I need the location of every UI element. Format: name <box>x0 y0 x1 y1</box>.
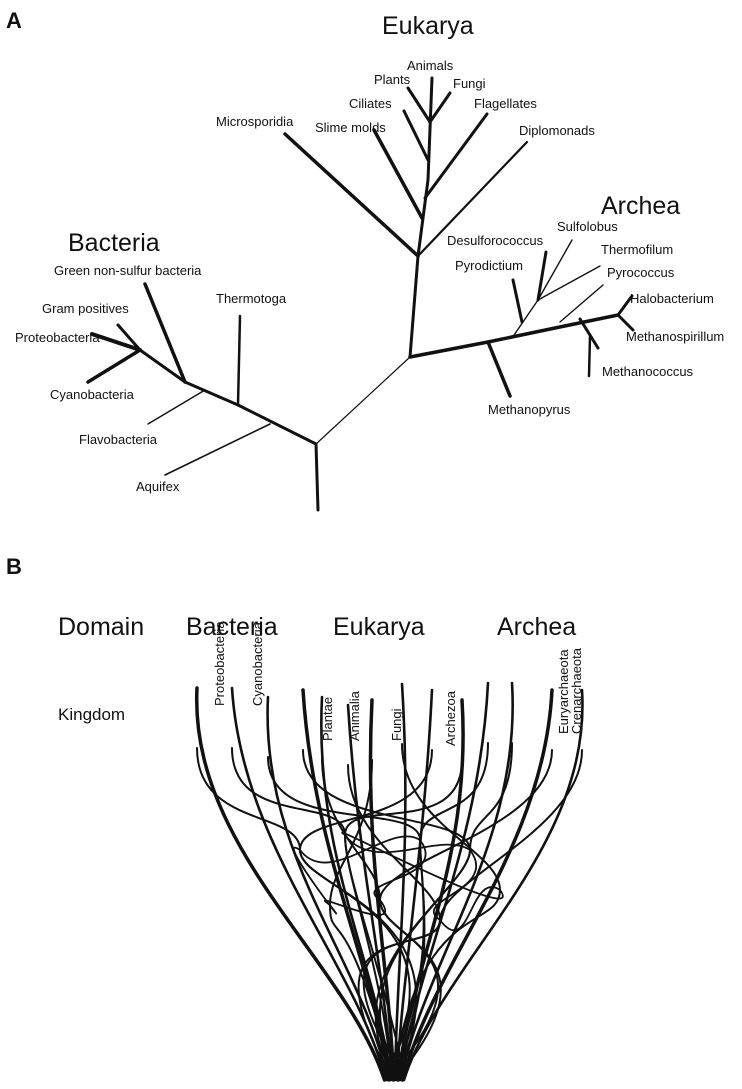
leaf-diplomonads: Diplomonads <box>519 123 595 138</box>
domain-heading-archea: Archea <box>497 613 576 641</box>
kingdom-fungi: Fungi <box>389 708 404 741</box>
leaf-methanopyrus: Methanopyrus <box>488 402 571 417</box>
domain-label-eukarya: Eukarya <box>382 12 474 40</box>
branch-root-bacteria <box>238 405 316 444</box>
branch-pyrococcus <box>560 285 603 322</box>
branch-flagellates <box>425 114 487 198</box>
leaf-pyrodictium: Pyrodictium <box>455 258 523 273</box>
leaf-thermotoga: Thermotoga <box>216 291 287 306</box>
leaf-gram-positives: Gram positives <box>42 301 129 316</box>
leaf-methanococcus: Methanococcus <box>602 364 694 379</box>
leaf-thermofilum: Thermofilum <box>601 242 673 257</box>
leaf-animals: Animals <box>407 58 454 73</box>
leaf-pyrococcus: Pyrococcus <box>607 265 675 280</box>
branch-microsporidia <box>285 134 418 256</box>
domain-label-archea: Archea <box>601 192 680 220</box>
panel-label-b: B <box>6 554 22 579</box>
unrooted-tree <box>88 78 633 510</box>
leaf-methanospirillum: Methanospirillum <box>626 329 724 344</box>
leaf-microsporidia: Microsporidia <box>216 114 294 129</box>
leaf-plants: Plants <box>374 72 411 87</box>
branch-thermotoga <box>238 316 240 405</box>
branch-cyanobacteria <box>88 350 140 382</box>
branch-aquifex <box>165 424 270 475</box>
leaf-flagellates: Flagellates <box>474 96 537 111</box>
leaf-aquifex: Aquifex <box>136 479 180 494</box>
branch-methanococcus-2 <box>589 336 590 376</box>
leaf-desulforococcus: Desulforococcus <box>447 233 544 248</box>
domain-heading-eukarya: Eukarya <box>333 613 425 641</box>
panel-label-a: A <box>6 8 22 33</box>
branch-slime-molds <box>374 130 422 218</box>
branch-fungi <box>430 93 450 122</box>
leaf-halobacterium: Halobacterium <box>630 291 714 306</box>
leaf-flavobacteria: Flavobacteria <box>79 432 158 447</box>
kingdom-cyanobacteria: Cyanobacteria <box>250 621 265 706</box>
kingdom-archezoa: Archezoa <box>443 690 458 746</box>
domain-label-bacteria: Bacteria <box>68 229 160 257</box>
branch-flavobacteria <box>148 390 205 424</box>
row-label-kingdom: Kingdom <box>58 705 125 724</box>
web-strand-0 <box>197 688 385 1080</box>
leaf-green-nonsulfur: Green non-sulfur bacteria <box>54 263 202 278</box>
leaf-proteobacteria: Proteobacteria <box>15 330 100 345</box>
branch-root-hub <box>316 357 410 444</box>
reticulate-web <box>197 683 583 1080</box>
leaf-ciliates: Ciliates <box>349 96 392 111</box>
leaf-cyanobacteria: Cyanobacteria <box>50 387 135 402</box>
branch-root-stem <box>316 444 318 510</box>
branch-ciliates <box>404 111 428 160</box>
row-label-domain: Domain <box>58 613 144 641</box>
leaf-sulfolobus: Sulfolobus <box>557 219 618 234</box>
branch-methanopyrus <box>488 342 510 396</box>
web-strand-32 <box>325 900 385 915</box>
leaf-slime-molds: Slime molds <box>315 120 386 135</box>
leaf-fungi: Fungi <box>453 76 486 91</box>
web-strand-12 <box>403 690 553 1080</box>
branch-crenarch-stem <box>512 240 572 338</box>
branch-plants <box>408 88 430 122</box>
branch-methanospirillum <box>618 315 633 330</box>
branch-bact-backbone <box>140 350 238 405</box>
kingdom-proteobacteria: Proteobacteria <box>212 621 227 706</box>
branch-pyrodictium <box>513 280 522 322</box>
